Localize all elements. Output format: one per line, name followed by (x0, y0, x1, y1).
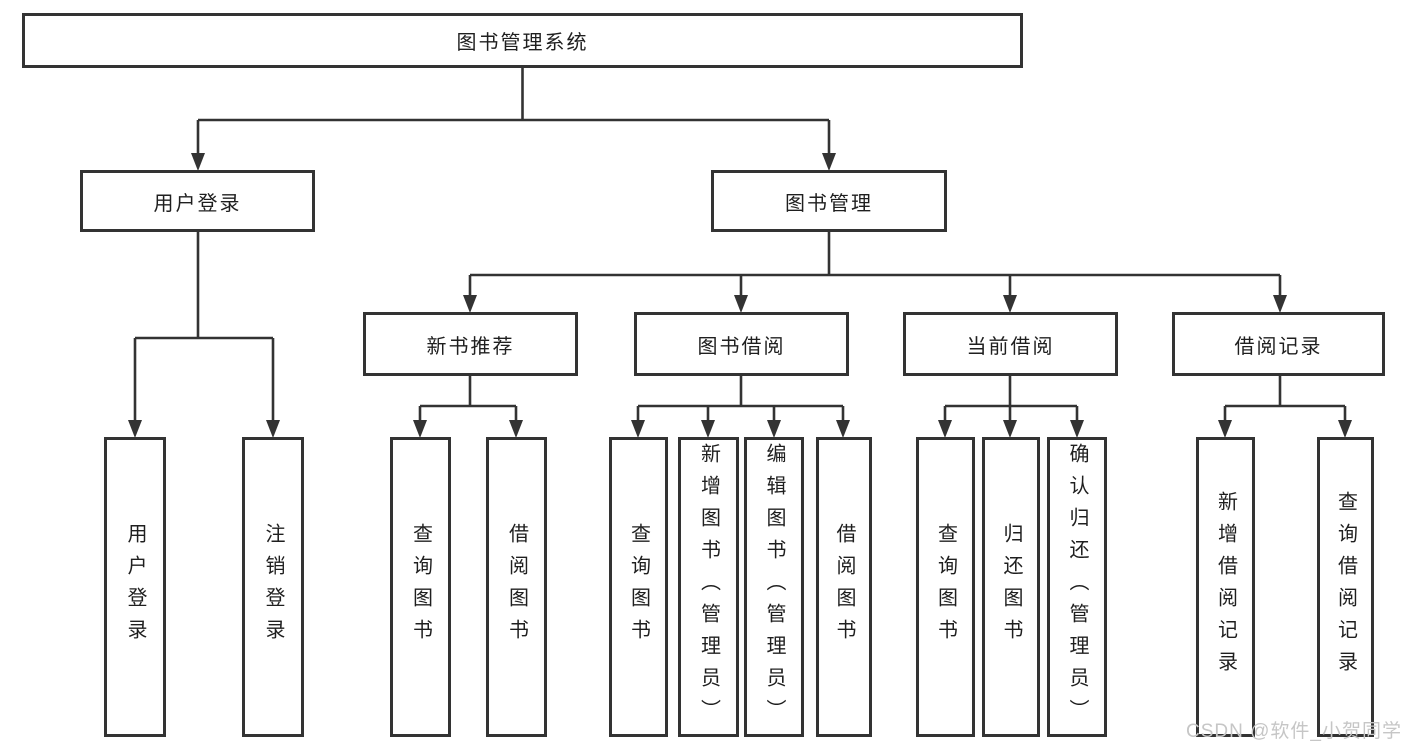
leaf-user-login: 用户登录 (104, 437, 166, 737)
node-label: 图书管理系统 (456, 32, 589, 54)
leaf-label: 查询图书 (627, 523, 650, 651)
node-label: 用户登录 (153, 192, 242, 215)
node-label: 当前借阅 (966, 335, 1055, 358)
leaf-label: 用户登录 (124, 523, 146, 651)
leaf-label: 新增借阅记录 (1214, 491, 1237, 683)
node-user-login: 用户登录 (80, 170, 315, 232)
leaf-add-borrow-record: 新增借阅记录 (1196, 437, 1255, 737)
leaf-label: 查询图书 (409, 523, 432, 651)
node-label: 新书推荐 (426, 335, 515, 358)
leaf-label: 编辑图书（管理员） (763, 443, 785, 731)
node-borrowing-records: 借阅记录 (1172, 312, 1385, 376)
csdn-watermark: CSDN @软件_小贺同学 (1186, 721, 1402, 742)
leaf-query-borrow-record: 查询借阅记录 (1317, 437, 1374, 737)
leaf-borrow-books-borrowing: 借阅图书 (816, 437, 872, 737)
leaf-label: 借阅图书 (833, 523, 855, 651)
node-library-management-system: 图书管理系统 (22, 13, 1023, 68)
leaf-label: 注销登录 (262, 523, 284, 651)
leaf-query-books-borrowing: 查询图书 (609, 437, 668, 737)
node-label: 图书管理 (785, 192, 873, 215)
leaf-label: 查询借阅记录 (1334, 491, 1357, 683)
leaf-query-books-current: 查询图书 (916, 437, 975, 737)
leaf-confirm-return-admin: 确认归还（管理员） (1047, 437, 1107, 737)
leaf-label: 查询图书 (934, 523, 957, 651)
node-label: 借阅记录 (1234, 335, 1323, 358)
leaf-return-books: 归还图书 (982, 437, 1040, 737)
leaf-label: 确认归还（管理员） (1066, 443, 1088, 731)
node-book-management: 图书管理 (711, 170, 947, 232)
leaf-label: 归还图书 (1000, 523, 1022, 651)
leaf-edit-book-admin: 编辑图书（管理员） (744, 437, 804, 737)
node-label: 图书借阅 (697, 335, 786, 358)
leaf-label: 借阅图书 (505, 523, 528, 651)
leaf-logout: 注销登录 (242, 437, 304, 737)
leaf-label: 新增图书（管理员） (697, 443, 720, 731)
node-new-book-recommendation: 新书推荐 (363, 312, 578, 376)
node-book-borrowing: 图书借阅 (634, 312, 849, 376)
node-current-borrowing: 当前借阅 (903, 312, 1118, 376)
leaf-borrow-books-recommend: 借阅图书 (486, 437, 547, 737)
leaf-query-books-recommend: 查询图书 (390, 437, 451, 737)
leaf-add-book-admin: 新增图书（管理员） (678, 437, 739, 737)
